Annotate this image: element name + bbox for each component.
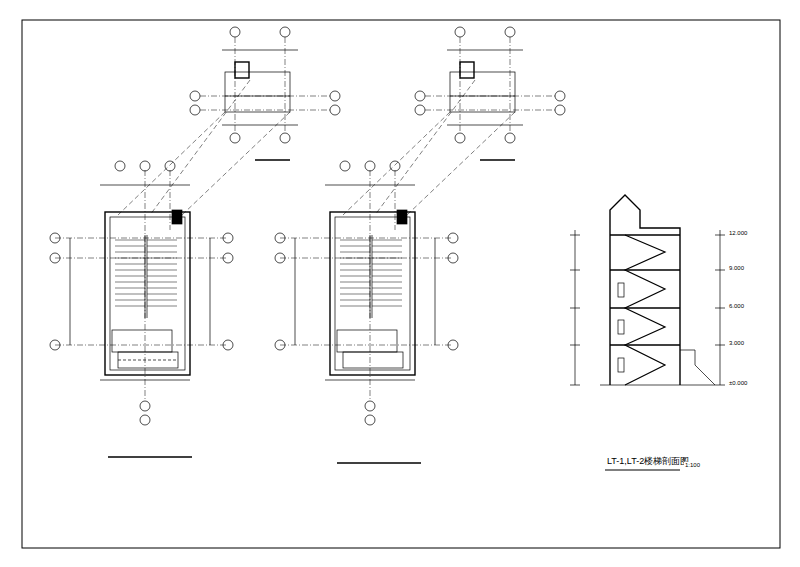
elevation-mark: 3.000	[728, 340, 745, 346]
stair-section	[570, 195, 725, 470]
elevation-mark: ±0.000	[728, 380, 748, 386]
stair-plan	[275, 161, 458, 463]
scale-note: 1:100	[684, 462, 701, 468]
elevation-mark: 9.000	[728, 265, 745, 271]
elevation-mark: 12.000	[728, 230, 748, 236]
elevation-mark: 6.000	[728, 303, 745, 309]
sheet-frame	[22, 20, 780, 548]
detail-plan	[190, 27, 340, 160]
projection-lines	[118, 80, 515, 215]
detail-plan	[415, 27, 565, 160]
drawing-title: LT-1,LT-2楼梯剖面图	[606, 457, 690, 466]
stair-plan	[50, 161, 233, 457]
